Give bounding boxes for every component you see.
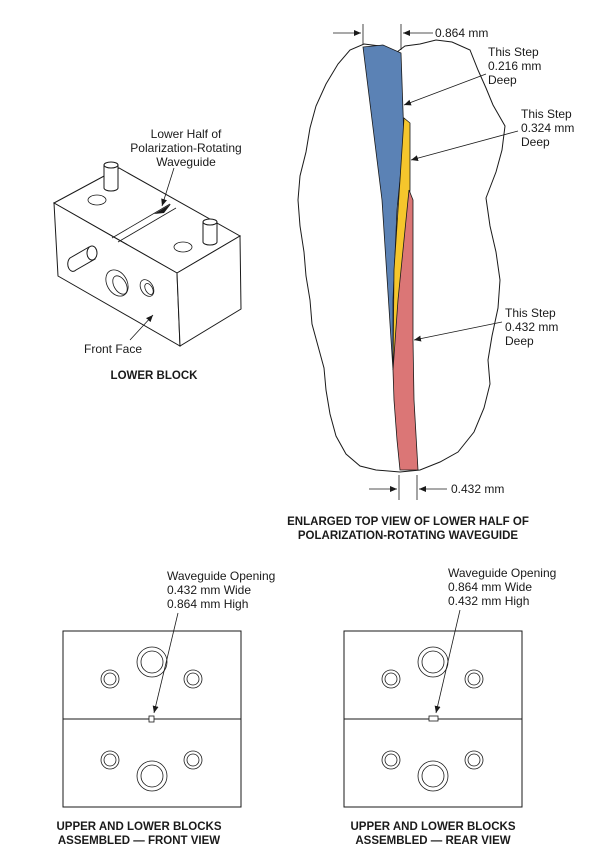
- lower-block-caption: LOWER BLOCK: [111, 370, 199, 382]
- enlarged-caption-line1: ENLARGED TOP VIEW OF LOWER HALF OF: [287, 516, 529, 528]
- rear-caption-line1: UPPER AND LOWER BLOCKS: [350, 821, 515, 833]
- step2-line2: 0.324 mm: [521, 121, 574, 135]
- step-blue: [362, 44, 405, 371]
- step2-line3: Deep: [521, 135, 550, 149]
- front-view-drawing: [62, 612, 242, 808]
- enlarged-view-drawing: [297, 24, 519, 500]
- waveguide-callout-line1: Lower Half of: [151, 127, 222, 141]
- alignment-pin-top-right: [202, 218, 218, 246]
- lower-block-drawing: [52, 161, 242, 347]
- step1-line3: Deep: [488, 73, 517, 87]
- front-caption-line1: UPPER AND LOWER BLOCKS: [56, 821, 221, 833]
- step2-line1: This Step: [521, 107, 572, 121]
- waveguide-callout-leader: [161, 167, 175, 207]
- front-waveguide-opening: [148, 715, 155, 723]
- rear-view-drawing: [343, 609, 523, 808]
- front-face-holes: [105, 269, 155, 297]
- step3-line2: 0.432 mm: [505, 320, 558, 334]
- front-face-leader: [129, 314, 154, 341]
- top-hole-left: [87, 194, 107, 206]
- rear-opening-line1: Waveguide Opening: [448, 566, 556, 580]
- front-opening-line1: Waveguide Opening: [167, 569, 275, 583]
- block-front-face: [176, 235, 242, 347]
- top-hole-right: [173, 241, 193, 253]
- top-dimension-label: 0.864 mm: [435, 26, 488, 40]
- rear-opening-line3: 0.432 mm High: [448, 594, 529, 608]
- step1-line2: 0.216 mm: [488, 59, 541, 73]
- step-red: [392, 189, 419, 471]
- rear-caption-line2: ASSEMBLED — REAR VIEW: [355, 835, 510, 847]
- rear-waveguide-opening: [428, 715, 439, 722]
- alignment-pin-side: [67, 245, 98, 272]
- rear-opening-line2: 0.864 mm Wide: [448, 580, 532, 594]
- waveguide-callout-line2: Polarization-Rotating: [130, 141, 241, 155]
- step3-line3: Deep: [505, 334, 534, 348]
- front-opening-line3: 0.864 mm High: [167, 597, 248, 611]
- front-opening-line2: 0.432 mm Wide: [167, 583, 251, 597]
- bottom-dimension-label: 0.432 mm: [451, 482, 504, 496]
- front-face-label: Front Face: [84, 342, 142, 356]
- waveguide-groove: [111, 203, 177, 243]
- step1-line1: This Step: [488, 45, 539, 59]
- step3-line1: This Step: [505, 306, 556, 320]
- waveguide-callout-line3: Waveguide: [156, 155, 216, 169]
- enlarged-caption-line2: POLARIZATION-ROTATING WAVEGUIDE: [298, 530, 519, 542]
- front-caption-line2: ASSEMBLED — FRONT VIEW: [58, 835, 220, 847]
- rough-break-outline: [297, 39, 506, 473]
- alignment-pin-top-left: [103, 161, 119, 192]
